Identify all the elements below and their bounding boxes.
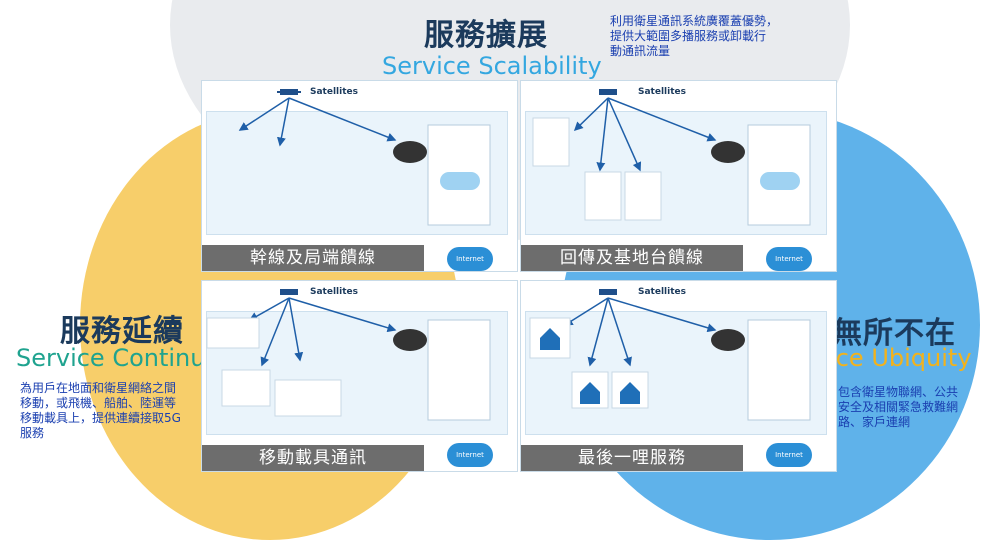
scalability-note: 利用衛星通訊系統廣覆蓋優勢， 提供大範圍多播服務或卸載行 動通訊流量 — [610, 14, 778, 59]
panel-caption: 最後一哩服務 — [521, 445, 743, 471]
vehicles-box — [274, 379, 342, 417]
satellites-label: Satellites — [310, 287, 358, 297]
panel-caption: 回傳及基地台饋線 — [521, 245, 743, 271]
satellites-label: Satellites — [310, 87, 358, 97]
operator-core-box — [427, 319, 491, 421]
continuity-note: 為用戶在地面和衛星網絡之間 移動，或飛機、船舶、陸運等 移動載具上，提供連續接取… — [20, 381, 181, 441]
ubiquity-note: 包含衛星物聯網、公共 安全及相關緊急救難網 路、家戶連網 — [838, 385, 958, 430]
satellites-label: Satellites — [638, 287, 686, 297]
continuity-note-line: 移動載具上，提供連續接取5G — [20, 411, 181, 425]
internet-cloud: Internet — [447, 443, 493, 467]
dish-antenna-icon — [393, 329, 427, 351]
satellite-icon — [280, 289, 298, 295]
scalability-subtitle: Service Scalability — [382, 52, 602, 80]
scalability-title: 服務擴展 — [424, 18, 548, 53]
satellite-icon — [599, 89, 617, 95]
scalability-note-line: 動通訊流量 — [610, 44, 671, 58]
dish-antenna-icon — [711, 141, 745, 163]
airplane-box — [206, 317, 260, 349]
network-diagrams — [206, 89, 811, 421]
continuity-note-line: 服務 — [20, 426, 45, 440]
ship-box — [221, 369, 271, 407]
dish-antenna-icon — [711, 329, 745, 351]
ubiquity-note-line: 包含衛星物聯網、公共 — [838, 385, 959, 399]
satellite-icon — [277, 89, 301, 95]
internet-cloud: Internet — [766, 443, 812, 467]
house-icon — [580, 382, 600, 404]
house-icon — [540, 328, 560, 350]
panel-caption: 移動載具通訊 — [202, 445, 424, 471]
continuity-title: 服務延續 — [60, 314, 184, 349]
satellite-icon — [599, 289, 617, 295]
ubiquity-note-line: 路、家戶連網 — [838, 415, 911, 429]
dish-antenna-icon — [393, 141, 427, 163]
scalability-note-line: 提供大範圍多播服務或卸載行 — [610, 29, 767, 43]
continuity-subtitle: Service Continuity — [16, 344, 236, 372]
continuity-note-line: 移動，或飛機、船舶、陸運等 — [20, 396, 177, 410]
ubiquity-note-line: 安全及相關緊急救難網 — [838, 400, 959, 414]
satellites-label: Satellites — [638, 87, 686, 97]
house-icon — [620, 382, 640, 404]
panel-caption: 幹線及局端饋線 — [202, 245, 424, 271]
scalability-note-line: 利用衛星通訊系統廣覆蓋優勢， — [610, 14, 779, 28]
internet-cloud: Internet — [766, 247, 812, 271]
internet-cloud: Internet — [447, 247, 493, 271]
continuity-note-line: 為用戶在地面和衛星網絡之間 — [20, 381, 177, 395]
operator-core-box — [747, 319, 811, 421]
